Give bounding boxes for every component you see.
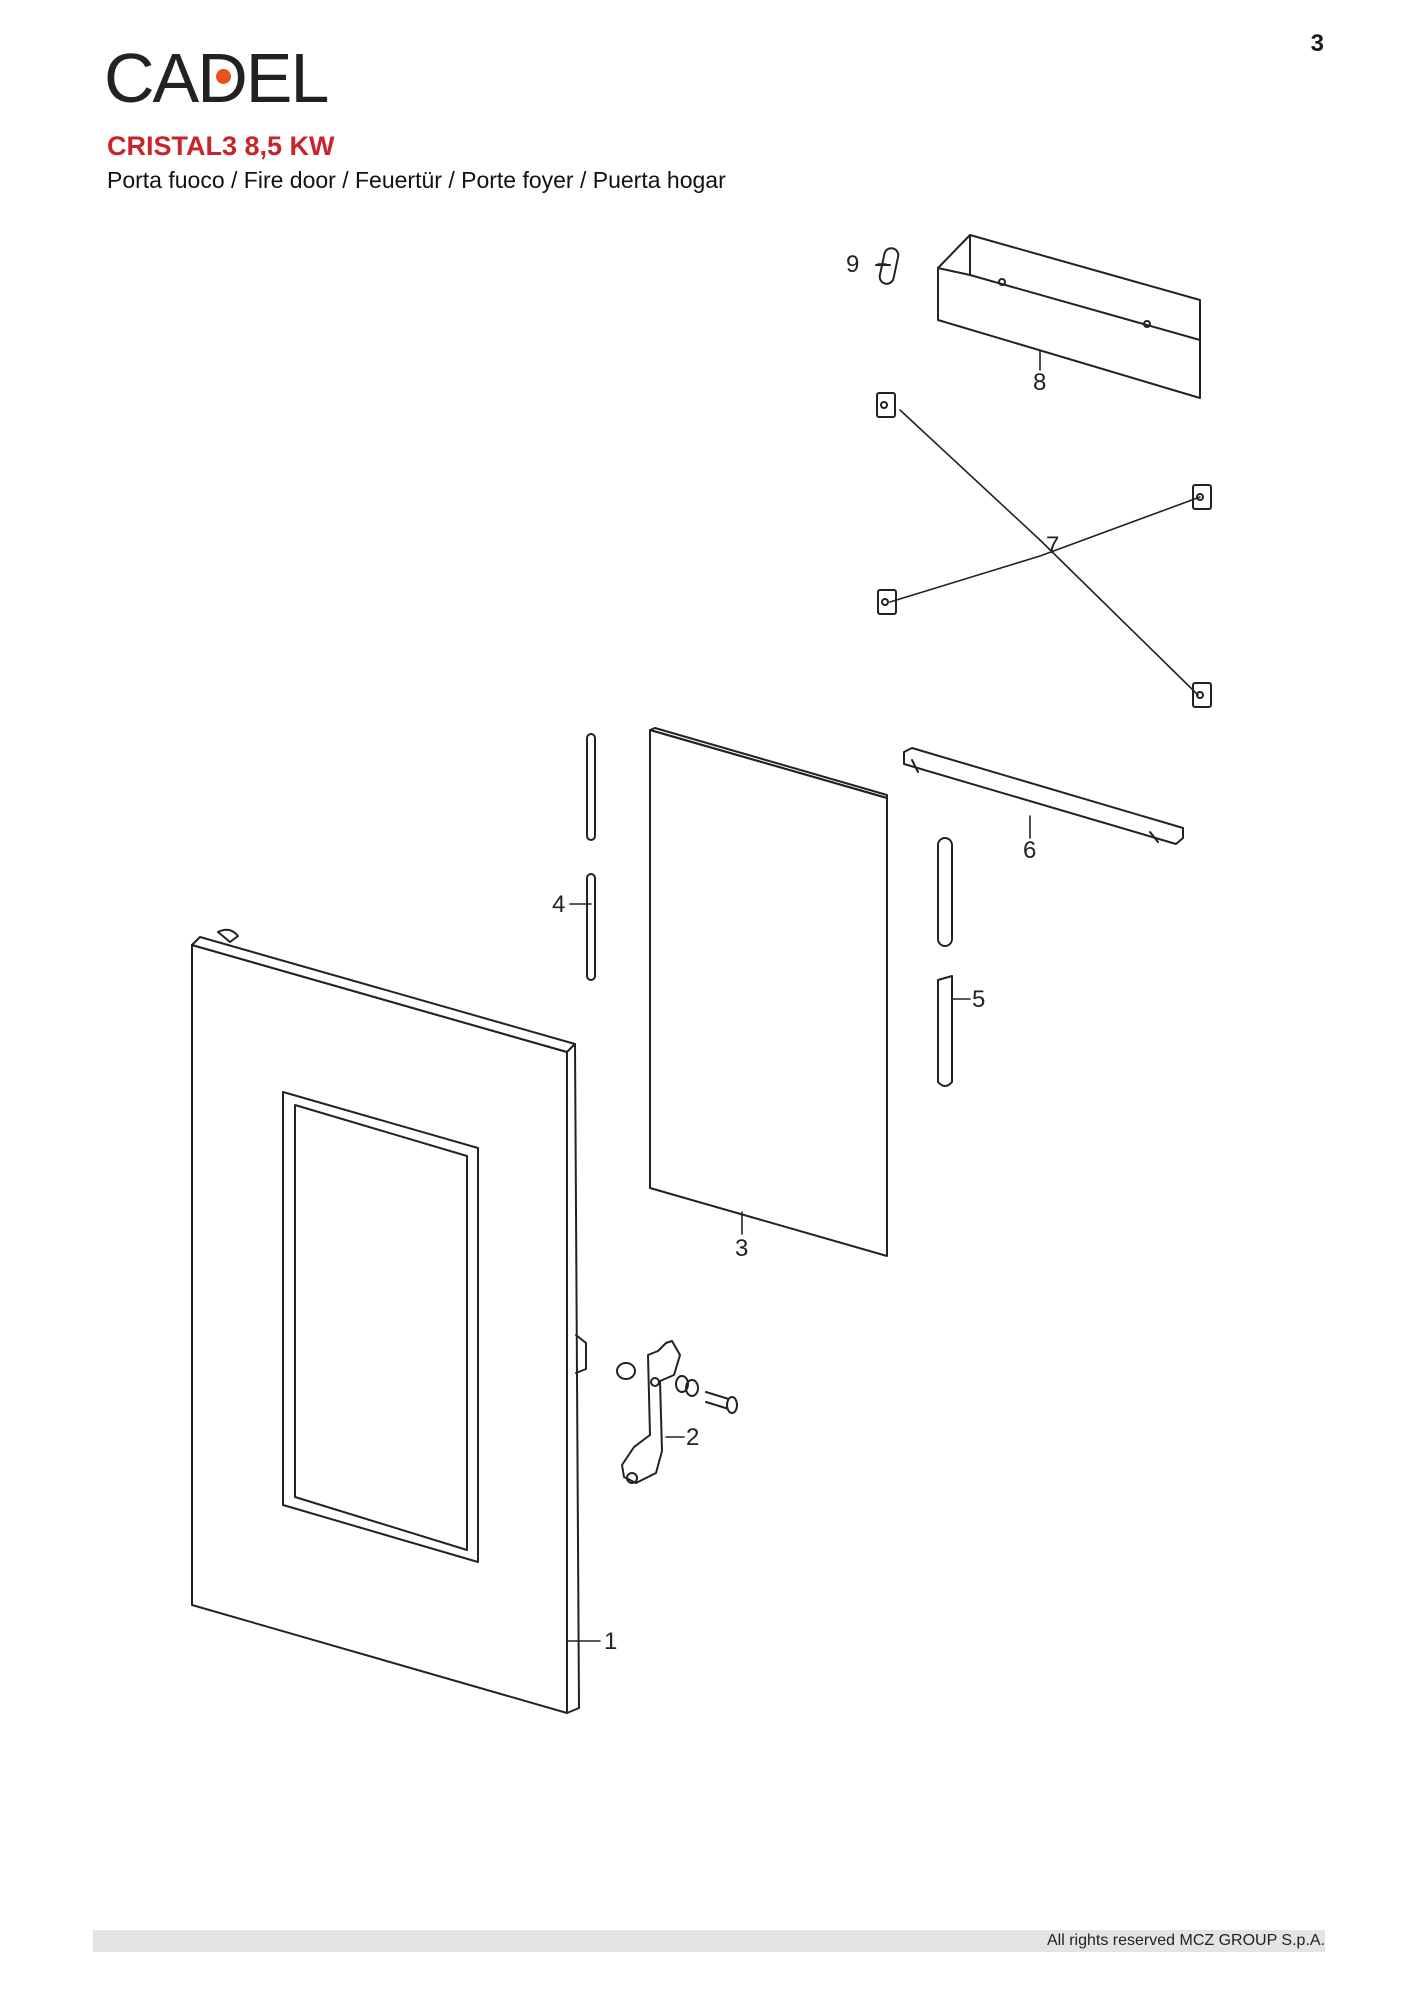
glass-pane-part <box>649 727 888 1257</box>
callout-label-2: 2 <box>686 1424 699 1451</box>
clip-part <box>875 247 900 285</box>
door-frame-part <box>191 928 587 1714</box>
latch-part <box>616 1340 738 1484</box>
brand-logo-dot <box>216 69 231 84</box>
footer-copyright: All rights reserved MCZ GROUP S.p.A. <box>1047 1932 1325 1949</box>
callout-label-6: 6 <box>1023 837 1036 864</box>
gasket-right-part <box>937 837 953 1087</box>
callout-label-8: 8 <box>1033 369 1046 396</box>
callout-label-7: 7 <box>1046 532 1059 559</box>
callout-label-4: 4 <box>552 891 565 918</box>
callout-label-3: 3 <box>735 1235 748 1262</box>
leader-lines <box>566 263 1201 1642</box>
callout-label-9: 9 <box>846 251 859 278</box>
model-title: CRISTAL3 8,5 KW <box>107 131 335 161</box>
page-number: 3 <box>1310 30 1324 57</box>
section-subtitle: Porta fuoco / Fire door / Feuertür / Por… <box>107 167 726 193</box>
lower-glass-holder-part <box>903 747 1184 845</box>
upper-bracket-part <box>937 234 1201 399</box>
callout-label-5: 5 <box>972 986 985 1013</box>
glass-clips-part <box>876 392 1212 708</box>
footer-bar <box>93 1930 1325 1952</box>
callout-label-1: 1 <box>604 1628 617 1655</box>
brand-logo: CADEL <box>104 43 329 113</box>
gasket-left-part <box>586 733 596 981</box>
